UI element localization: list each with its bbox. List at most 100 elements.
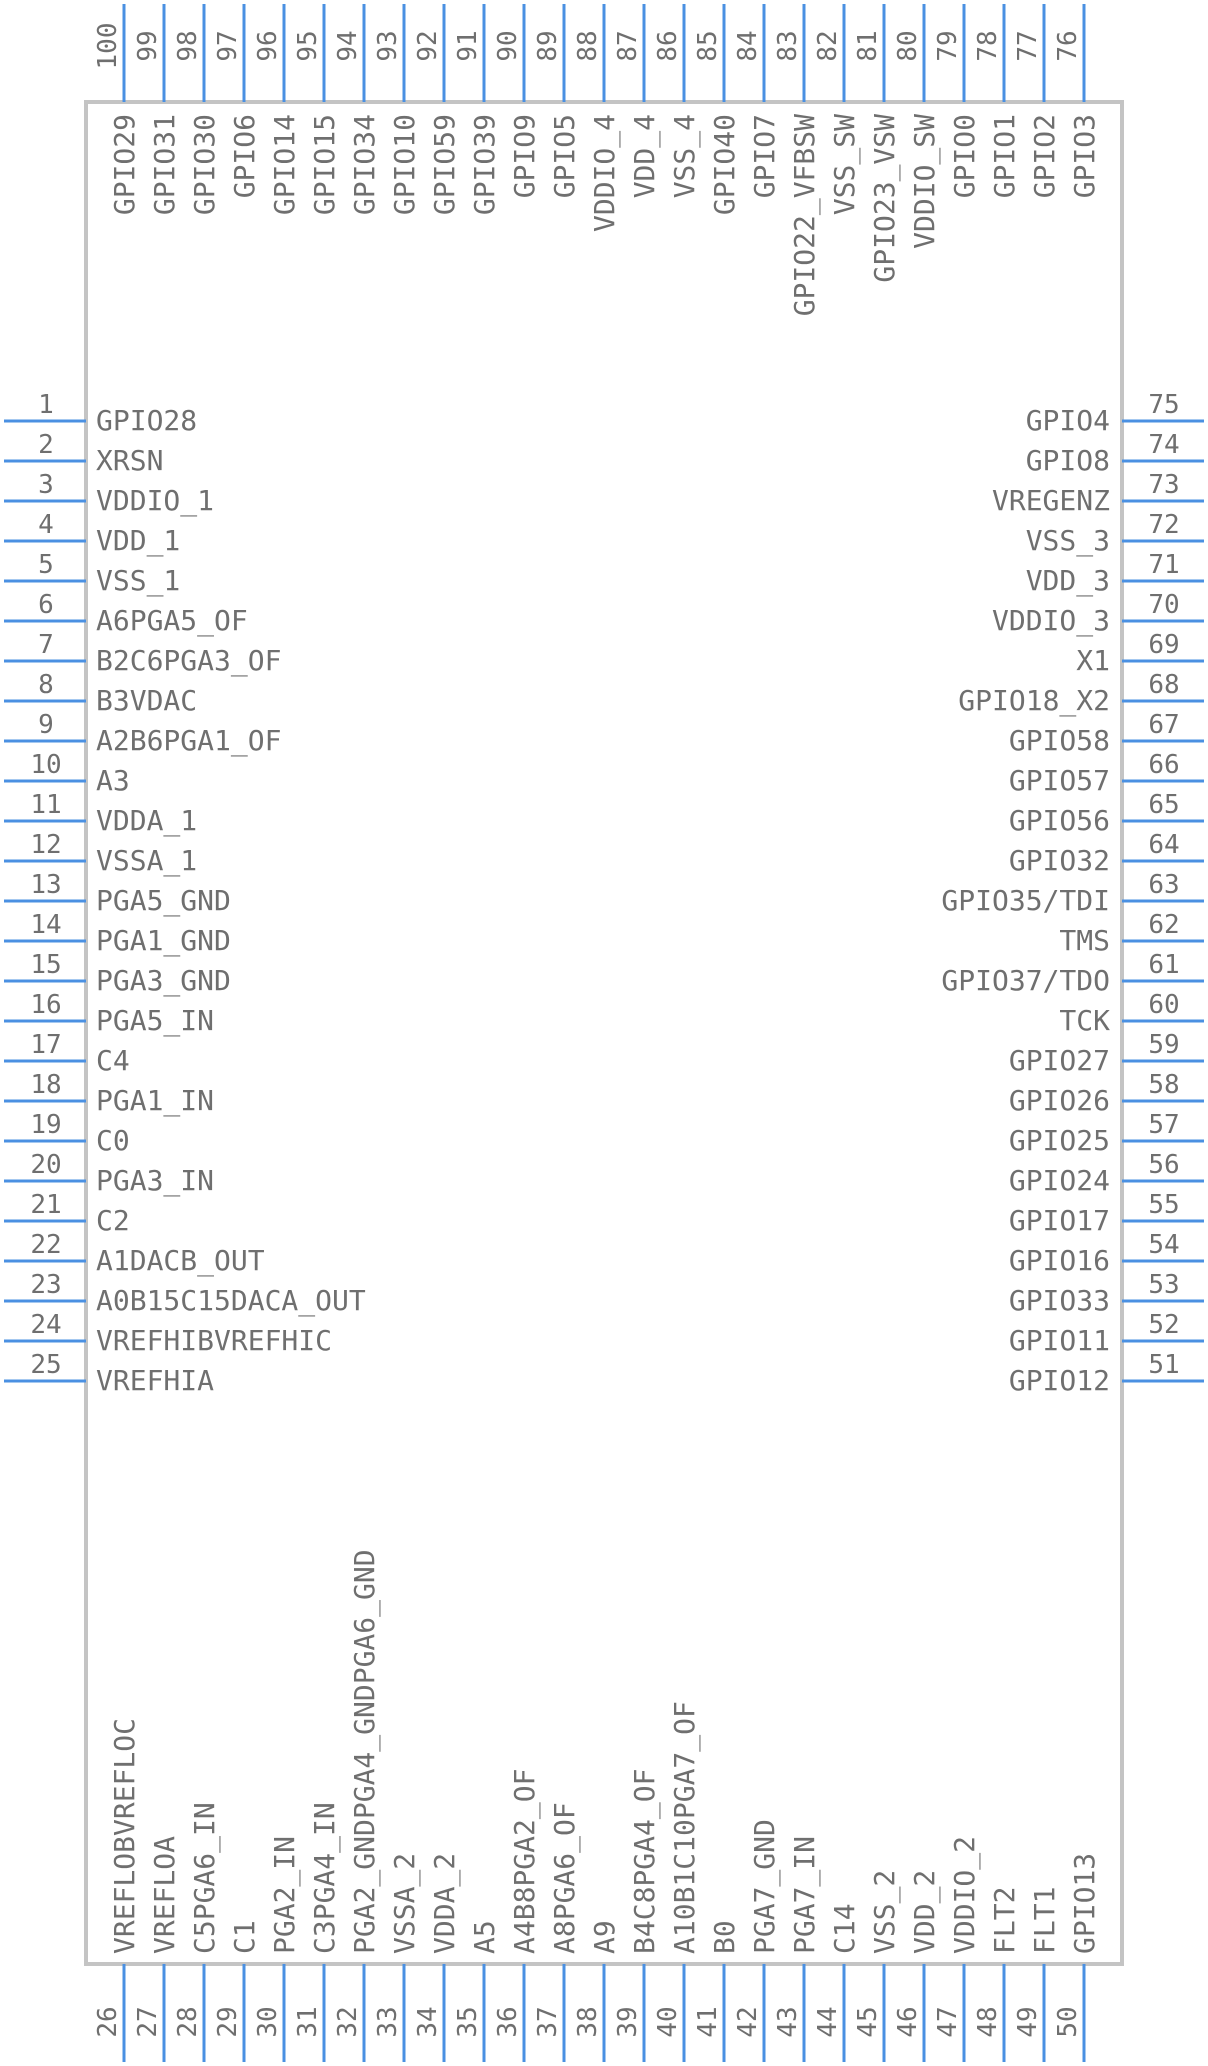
pin-number: 78 — [973, 30, 1003, 61]
pin-number: 35 — [453, 2006, 483, 2037]
pin-number: 80 — [893, 30, 923, 61]
pin-number: 33 — [373, 2006, 403, 2037]
pin-label: GPIO13 — [1068, 1853, 1101, 1954]
pin-label: VREFHIBVREFHIC — [96, 1324, 332, 1357]
pin-number: 79 — [933, 30, 963, 61]
pin-number: 81 — [853, 30, 883, 61]
pin-label: C0 — [96, 1124, 130, 1157]
pin-number: 15 — [30, 950, 61, 980]
pin-label: VDD_4 — [628, 114, 662, 198]
pin-number: 26 — [93, 2006, 123, 2037]
pin-number: 59 — [1148, 1030, 1179, 1060]
pin-number: 19 — [30, 1110, 61, 1140]
pin-label: A4B8PGA2_OF — [508, 1769, 542, 1954]
pin-label: GPIO16 — [1009, 1244, 1110, 1277]
pin-number: 5 — [38, 550, 54, 580]
pin-label: PGA1_IN — [96, 1084, 214, 1118]
pin-label: VSSA_1 — [96, 844, 197, 878]
pin-label: VREFLOBVREFLOC — [108, 1718, 141, 1954]
pin-label: C4 — [96, 1044, 130, 1077]
pin-number: 16 — [30, 990, 61, 1020]
pin-label: C5PGA6_IN — [188, 1802, 222, 1954]
pin-number: 17 — [30, 1030, 61, 1060]
pin-label: GPIO31 — [148, 114, 181, 215]
pin-number: 31 — [293, 2006, 323, 2037]
pin-number: 37 — [533, 2006, 563, 2037]
pin-number: 88 — [573, 30, 603, 61]
pin-label: VDDIO_2 — [948, 1836, 982, 1954]
pin-number: 56 — [1148, 1150, 1179, 1180]
pin-number: 11 — [30, 790, 61, 820]
pin-label: C2 — [96, 1204, 130, 1237]
pin-number: 100 — [93, 23, 123, 70]
pin-number: 72 — [1148, 510, 1179, 540]
pin-number: 69 — [1148, 630, 1179, 660]
pin-label: VREFHIA — [96, 1364, 214, 1397]
pin-number: 1 — [38, 390, 54, 420]
pin-number: 40 — [653, 2006, 683, 2037]
pin-number: 36 — [493, 2006, 523, 2037]
pin-number: 91 — [453, 30, 483, 61]
pin-label: GPIO25 — [1009, 1124, 1110, 1157]
pin-number: 47 — [933, 2006, 963, 2037]
pin-number: 29 — [213, 2006, 243, 2037]
pin-label: GPIO58 — [1009, 724, 1110, 757]
pin-number: 50 — [1053, 2006, 1083, 2037]
pin-label: GPIO35/TDI — [941, 884, 1110, 917]
pin-label: TMS — [1059, 924, 1110, 957]
pin-number: 65 — [1148, 790, 1179, 820]
pin-label: B2C6PGA3_OF — [96, 644, 281, 678]
pin-label: C1 — [228, 1920, 261, 1954]
pin-number: 53 — [1148, 1270, 1179, 1300]
pin-label: GPIO56 — [1009, 804, 1110, 837]
pin-number: 97 — [213, 30, 243, 61]
pin-label: GPIO26 — [1009, 1084, 1110, 1117]
pin-number: 85 — [693, 30, 723, 61]
pin-label: PGA3_IN — [96, 1164, 214, 1198]
pin-number: 18 — [30, 1070, 61, 1100]
pin-label: A10B1C10PGA7_OF — [668, 1701, 702, 1954]
pin-number: 60 — [1148, 990, 1179, 1020]
pin-label: A2B6PGA1_OF — [96, 724, 281, 758]
pin-label: VDD_1 — [96, 524, 180, 558]
pin-number: 83 — [773, 30, 803, 61]
pin-number: 77 — [1013, 30, 1043, 61]
pin-number: 34 — [413, 2006, 443, 2037]
pin-label: A0B15C15DACA_OUT — [96, 1284, 366, 1318]
pin-number: 90 — [493, 30, 523, 61]
pin-label: B0 — [708, 1920, 741, 1954]
pin-number: 27 — [133, 2006, 163, 2037]
pin-label: PGA2_GNDPGA4_GNDPGA6_GND — [348, 1549, 382, 1954]
pin-number: 99 — [133, 30, 163, 61]
pin-number: 93 — [373, 30, 403, 61]
pin-label: GPIO28 — [96, 404, 197, 437]
pin-number: 6 — [38, 590, 54, 620]
pin-label: C3PGA4_IN — [308, 1802, 342, 1954]
pin-number: 14 — [30, 910, 61, 940]
pin-number: 58 — [1148, 1070, 1179, 1100]
pin-label: GPIO4 — [1026, 404, 1110, 437]
pin-number: 2 — [38, 430, 54, 460]
pin-label: GPIO30 — [188, 114, 221, 215]
pin-number: 67 — [1148, 710, 1179, 740]
pin-label: GPIO29 — [108, 114, 141, 215]
pin-label: A3 — [96, 764, 130, 797]
pin-number: 30 — [253, 2006, 283, 2037]
pin-label: A5 — [468, 1920, 501, 1954]
pin-label: FLT2 — [988, 1887, 1021, 1954]
pin-number: 45 — [853, 2006, 883, 2037]
pin-label: GPIO32 — [1009, 844, 1110, 877]
pin-label: VDD_2 — [908, 1870, 942, 1954]
pin-label: VDDIO_4 — [588, 114, 622, 232]
pin-label: VREGENZ — [992, 484, 1110, 517]
ic-body-outline — [84, 100, 1124, 1966]
pin-number: 38 — [573, 2006, 603, 2037]
pin-number: 10 — [30, 750, 61, 780]
pin-number: 20 — [30, 1150, 61, 1180]
pin-number: 43 — [773, 2006, 803, 2037]
pin-label: GPIO0 — [948, 114, 981, 198]
pin-number: 84 — [733, 30, 763, 61]
pin-number: 70 — [1148, 590, 1179, 620]
pin-number: 87 — [613, 30, 643, 61]
